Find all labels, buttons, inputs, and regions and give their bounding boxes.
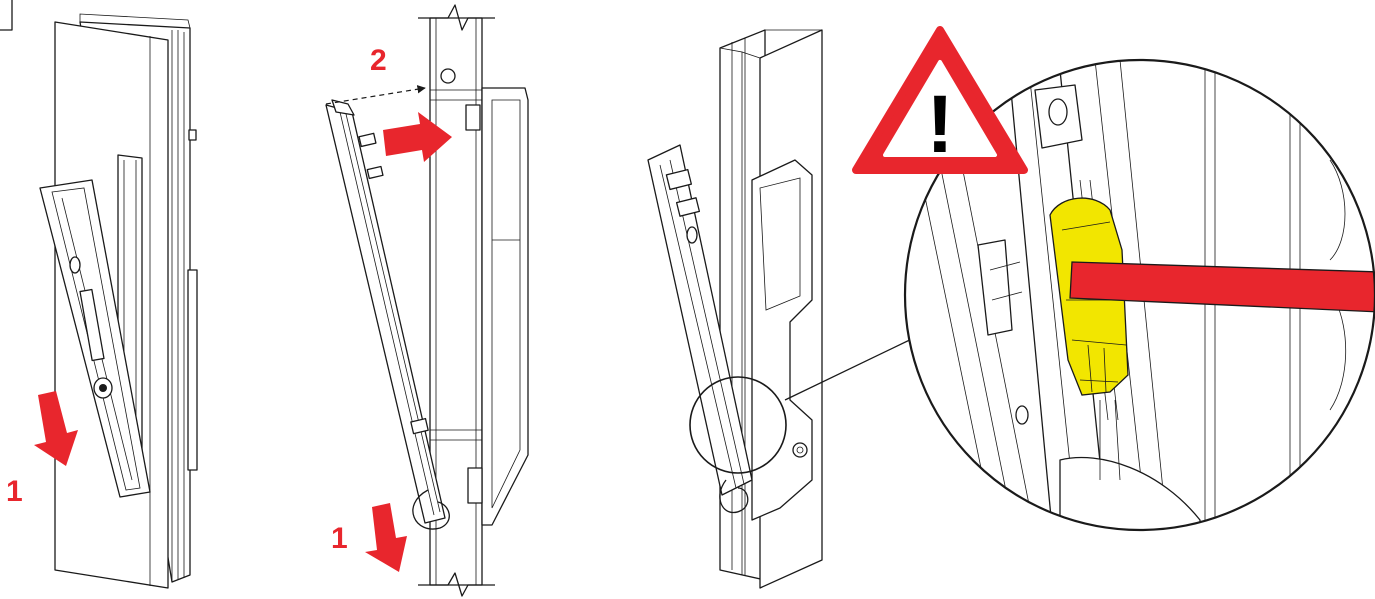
- step-label-1b: 1: [331, 522, 348, 555]
- red-arrow-right: [383, 112, 452, 162]
- hinge-assembly: [647, 144, 753, 496]
- detail-magnifier-circle: [689, 376, 787, 474]
- dashed-guide-arrow: [325, 85, 426, 105]
- tilted-sash: [325, 104, 446, 524]
- red-arrow-down-2: [365, 503, 407, 572]
- screwdriver: [1069, 261, 1375, 313]
- panel-2: 2 1: [325, 4, 529, 597]
- handle-cover: [751, 159, 813, 521]
- panel-1: 1: [6, 13, 198, 589]
- warning-triangle-icon: !: [852, 26, 1028, 174]
- panel-3: [647, 29, 921, 589]
- leader-line: [784, 334, 921, 401]
- step-label-1: 1: [6, 475, 23, 508]
- step-label-2: 2: [370, 44, 387, 77]
- warning-exclamation: !: [926, 79, 953, 170]
- corner-mark: [0, 0, 13, 31]
- zoom-border: [903, 58, 1375, 532]
- zoom-detail: [903, 58, 1375, 532]
- side-cover: [481, 87, 529, 526]
- red-arrow-down: [34, 391, 78, 466]
